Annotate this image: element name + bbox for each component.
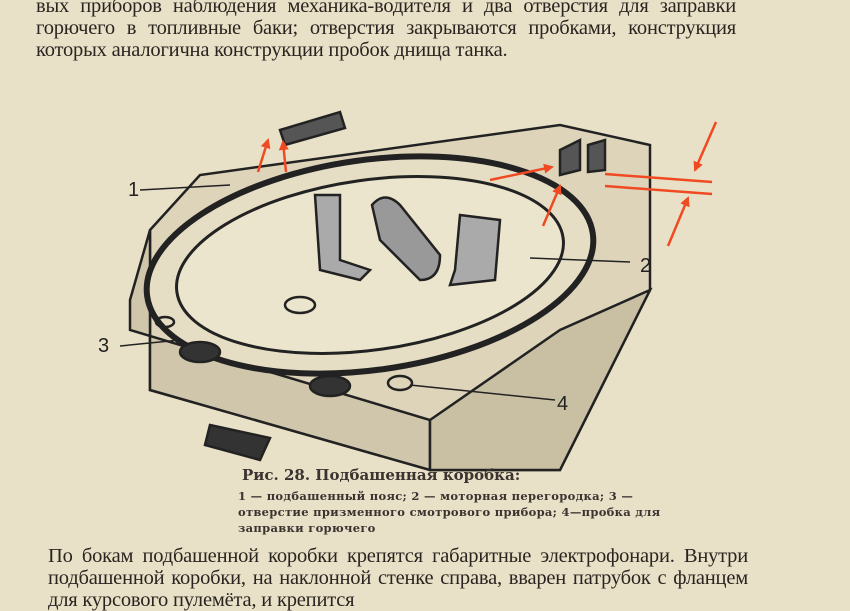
figure-caption-title: Рис. 28. Подбашенная коробка: [242, 466, 521, 484]
red-arrow-icon [489, 163, 554, 182]
figure-caption-legend: 1 — подбашенный пояс; 2 — моторная перег… [238, 489, 661, 535]
red-arrow-icon [666, 196, 690, 247]
red-arrow-icon [256, 138, 271, 173]
turret-box-illustration [119, 110, 653, 472]
figure-label-4: 4 [557, 393, 568, 415]
figure-label-3: 3 [98, 335, 109, 357]
red-dimension-lines [604, 172, 713, 196]
red-arrow-icon [541, 184, 562, 227]
body-paragraph-bottom: По бокам подбашенной коробки крепятся га… [48, 545, 748, 611]
body-paragraph-top: вых приборов наблюдения механика-водител… [36, 0, 736, 61]
figure-label-1: 1 [128, 179, 139, 201]
red-arrow-icon [278, 140, 289, 173]
red-arrow-icon [693, 121, 718, 172]
red-annotation-arrows [256, 121, 718, 247]
figure-label-2: 2 [640, 255, 651, 277]
